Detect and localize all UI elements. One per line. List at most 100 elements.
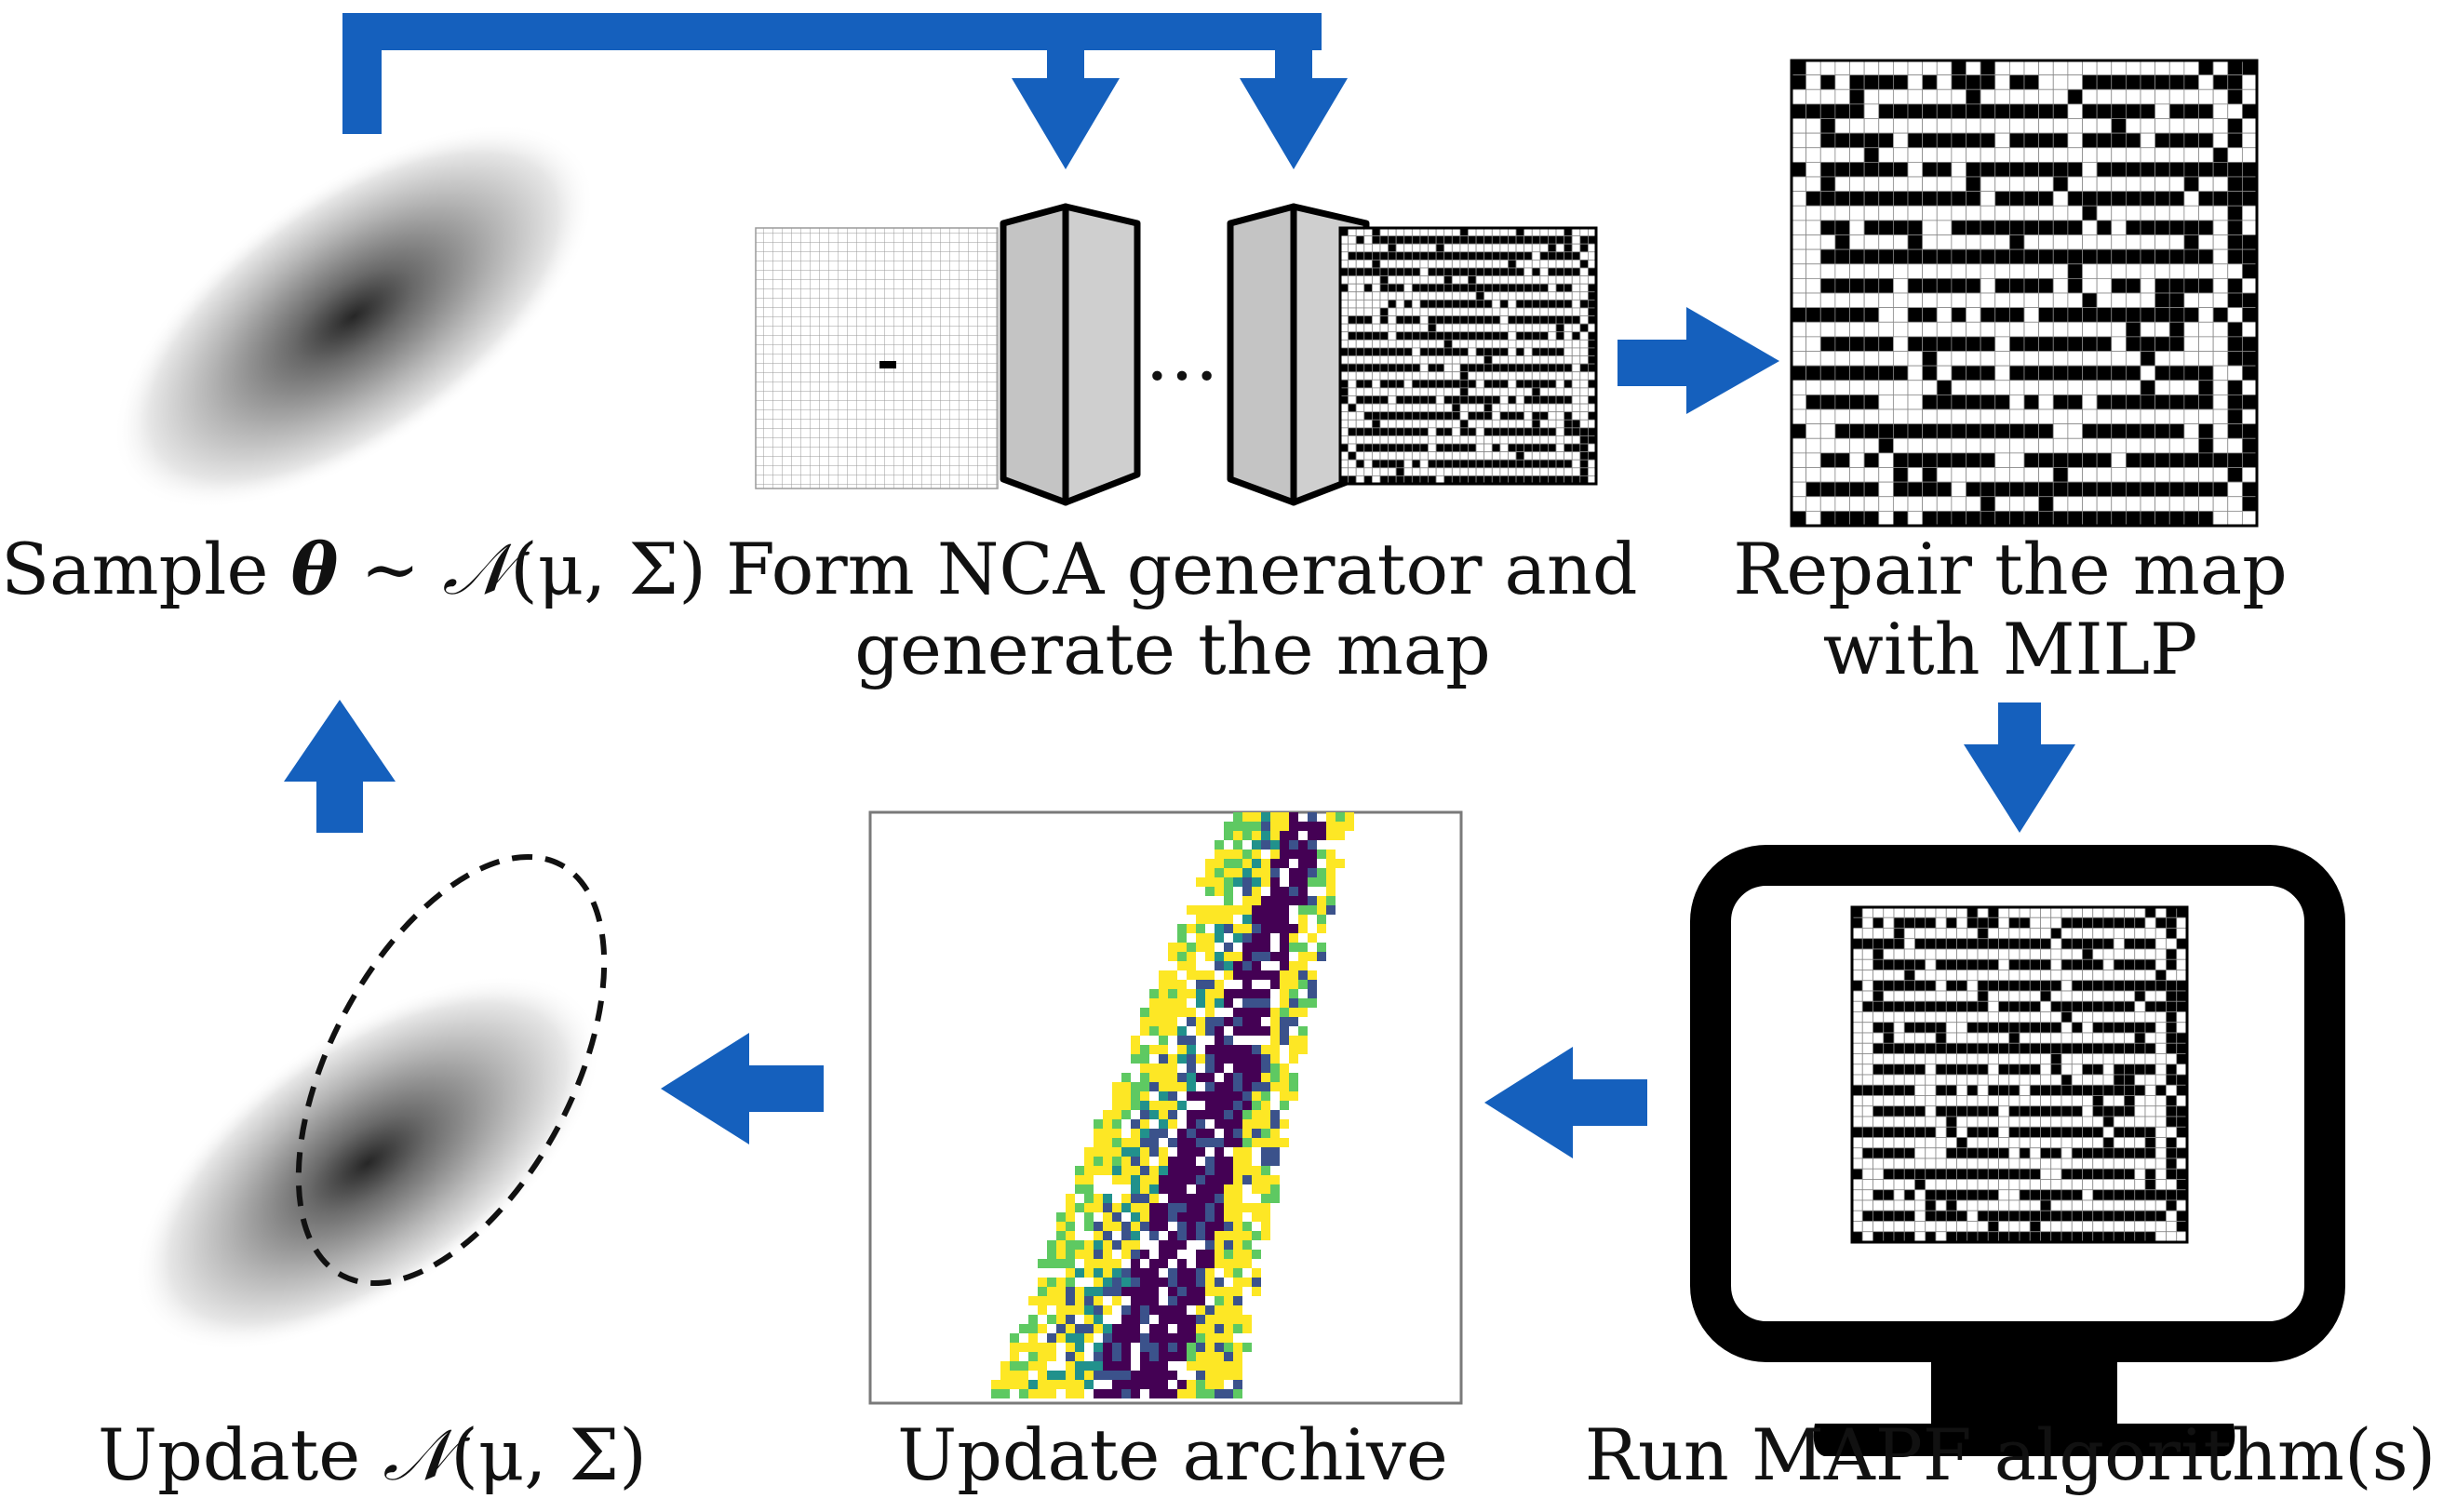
- map-cell: [2154, 74, 2170, 90]
- map-cell: [1388, 459, 1397, 469]
- archive-cell: [1215, 1110, 1224, 1119]
- map-cell: [2029, 1168, 2041, 1180]
- map-cell: [1851, 1221, 1863, 1233]
- map-cell: [1980, 481, 1996, 498]
- map-cell: [2144, 1042, 2156, 1054]
- map-cell: [2227, 365, 2243, 381]
- map-cell: [1980, 88, 1996, 105]
- map-cell: [1451, 323, 1461, 333]
- map-cell: [1966, 1179, 1979, 1191]
- map-cell: [1878, 423, 1894, 439]
- map-cell: [1483, 347, 1493, 356]
- archive-cell: [1196, 1305, 1205, 1315]
- archive-cell: [1177, 1315, 1187, 1324]
- archive-cell: [1233, 924, 1242, 933]
- map-cell: [2154, 1210, 2167, 1222]
- map-cell: [1791, 88, 1807, 105]
- archive-cell: [1252, 961, 1261, 970]
- map-cell: [1435, 371, 1445, 381]
- map-cell: [2040, 948, 2052, 960]
- map-cell: [1907, 234, 1924, 250]
- map-cell: [1893, 1179, 1905, 1191]
- sample-theta: θ: [290, 528, 339, 610]
- map-cell: [2082, 176, 2098, 193]
- map-cell: [1388, 467, 1397, 476]
- map-cell: [1925, 1231, 1937, 1243]
- map-cell: [2144, 1157, 2156, 1170]
- archive-cell: [1242, 1138, 1252, 1147]
- map-cell: [1878, 496, 1894, 512]
- map-cell: [1475, 419, 1485, 429]
- map-cell: [2198, 147, 2214, 163]
- map-cell: [1348, 427, 1357, 436]
- map-cell: [1428, 427, 1437, 436]
- archive-cell: [1159, 1166, 1168, 1175]
- map-cell: [1475, 379, 1485, 389]
- map-cell: [1914, 1074, 1926, 1086]
- map-cell: [2227, 336, 2243, 352]
- archive-cell: [1038, 1352, 1047, 1361]
- map-cell: [1571, 283, 1581, 293]
- map-cell: [1998, 928, 2010, 940]
- map-cell: [2241, 103, 2258, 119]
- map-cell: [1419, 403, 1429, 413]
- map-cell: [2124, 1116, 2136, 1128]
- map-cell: [2134, 948, 2146, 960]
- map-cell: [2241, 510, 2258, 527]
- map-cell: [2168, 351, 2185, 367]
- archive-cell: [1196, 998, 1205, 1008]
- map-cell: [1451, 459, 1461, 469]
- map-cell: [1977, 938, 1989, 950]
- map-cell: [1475, 403, 1485, 413]
- map-cell: [2019, 948, 2031, 960]
- archive-cell: [1149, 1305, 1159, 1315]
- archive-cell: [1252, 1278, 1261, 1287]
- archive-cell: [1121, 1324, 1131, 1333]
- archive-cell: [1261, 1157, 1270, 1166]
- archive-cell: [1215, 1250, 1224, 1259]
- map-cell: [1451, 451, 1461, 461]
- map-cell: [1849, 380, 1865, 395]
- map-cell: [2111, 176, 2127, 193]
- map-cell: [1515, 251, 1525, 261]
- map-cell: [1524, 315, 1533, 325]
- archive-cell: [1242, 831, 1252, 840]
- map-cell: [1878, 394, 1894, 410]
- map-cell: [1379, 235, 1389, 245]
- map-cell: [2176, 1147, 2188, 1159]
- map-cell: [2154, 408, 2170, 425]
- map-cell: [1403, 435, 1413, 445]
- archive-cell: [1270, 1054, 1280, 1064]
- archive-cell: [1187, 970, 1196, 980]
- archive-cell: [1159, 1175, 1168, 1184]
- archive-cell: [1094, 1343, 1103, 1352]
- map-cell: [1579, 339, 1589, 349]
- map-cell: [2198, 510, 2214, 527]
- map-cell: [2125, 205, 2141, 221]
- archive-cell: [1233, 1212, 1242, 1222]
- archive-cell: [1140, 1175, 1149, 1184]
- map-cell: [2102, 938, 2114, 950]
- map-cell: [2134, 1084, 2146, 1096]
- map-cell: [2102, 1231, 2114, 1243]
- map-cell: [1791, 336, 1807, 352]
- map-cell: [1548, 443, 1557, 453]
- map-cell: [2183, 423, 2199, 439]
- archive-cell: [1094, 1250, 1103, 1259]
- map-cell: [2241, 191, 2258, 207]
- map-cell: [1355, 395, 1365, 405]
- map-cell: [1819, 220, 1836, 235]
- archive-cell: [1280, 998, 1289, 1008]
- map-cell: [1893, 1137, 1905, 1149]
- archive-cell: [1317, 952, 1326, 961]
- map-cell: [1459, 251, 1469, 261]
- map-cell: [2092, 1000, 2104, 1012]
- map-cell: [1951, 380, 1966, 395]
- archive-cell: [1270, 887, 1280, 896]
- map-cell: [1428, 379, 1437, 389]
- archive-cell: [1270, 1194, 1280, 1203]
- map-cell: [2125, 423, 2141, 439]
- archive-cell: [1066, 1212, 1075, 1222]
- archive-cell: [1336, 822, 1345, 831]
- map-cell: [1388, 355, 1397, 365]
